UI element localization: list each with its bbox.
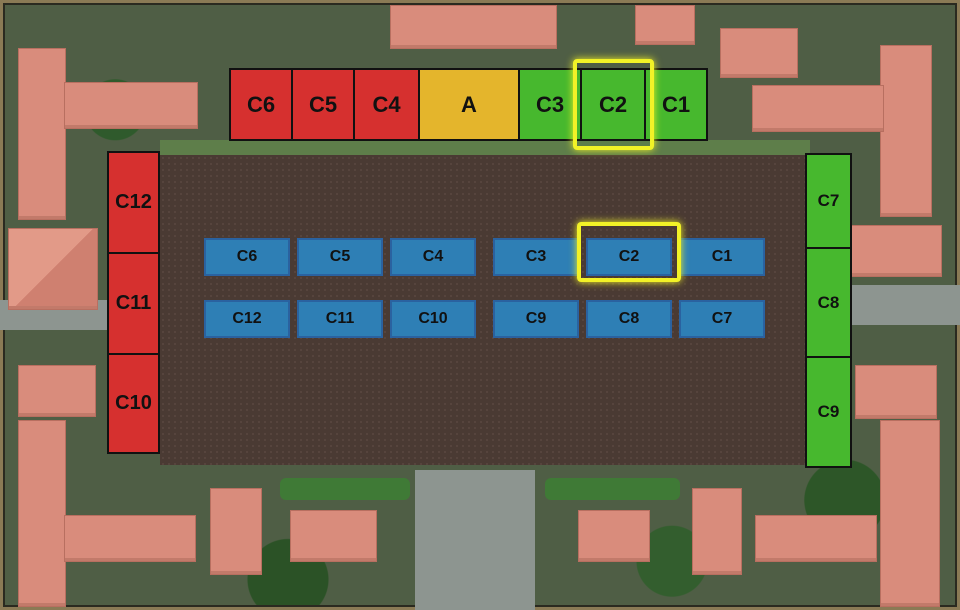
zone-left-c10[interactable]: C10: [107, 353, 160, 454]
zone-top-c3[interactable]: C3: [518, 68, 582, 141]
zone-top-c5[interactable]: C5: [291, 68, 355, 141]
plot-c5[interactable]: C5: [297, 238, 383, 276]
plot-c9[interactable]: C9: [493, 300, 579, 338]
building: [390, 5, 557, 49]
building: [210, 488, 262, 575]
plot-c8[interactable]: C8: [586, 300, 672, 338]
building: [692, 488, 742, 575]
zone-left-c11[interactable]: C11: [107, 252, 160, 355]
zone-top-c1[interactable]: C1: [644, 68, 708, 141]
hedge: [280, 478, 410, 500]
hedge: [545, 478, 680, 500]
plot-c4[interactable]: C4: [390, 238, 476, 276]
plot-c1[interactable]: C1: [679, 238, 765, 276]
plot-c7[interactable]: C7: [679, 300, 765, 338]
building: [18, 420, 66, 607]
plot-c11[interactable]: C11: [297, 300, 383, 338]
building: [8, 228, 98, 310]
lawn: [160, 140, 810, 156]
building: [850, 225, 942, 277]
zone-top-c6[interactable]: C6: [229, 68, 293, 141]
zone-right-c9[interactable]: C9: [805, 356, 852, 468]
building: [64, 515, 196, 562]
building: [720, 28, 798, 78]
zone-top-c2[interactable]: C2: [580, 68, 646, 141]
building: [752, 85, 884, 132]
road: [850, 285, 960, 325]
building: [64, 82, 198, 129]
plot-c10[interactable]: C10: [390, 300, 476, 338]
building: [880, 420, 940, 607]
building: [635, 5, 695, 45]
plot-c6[interactable]: C6: [204, 238, 290, 276]
zone-right-c8[interactable]: C8: [805, 247, 852, 358]
zone-right-c7[interactable]: C7: [805, 153, 852, 249]
plot-c12[interactable]: C12: [204, 300, 290, 338]
building: [755, 515, 877, 562]
building: [855, 365, 937, 419]
building: [290, 510, 377, 562]
plot-c3[interactable]: C3: [493, 238, 579, 276]
building: [578, 510, 650, 562]
zone-top-c4[interactable]: C4: [353, 68, 420, 141]
building: [18, 48, 66, 220]
zone-top-a[interactable]: A: [418, 68, 520, 141]
zone-left-c12[interactable]: C12: [107, 151, 160, 254]
plot-c2[interactable]: C2: [586, 238, 672, 276]
building: [880, 45, 932, 217]
road: [415, 470, 535, 610]
building: [18, 365, 96, 417]
